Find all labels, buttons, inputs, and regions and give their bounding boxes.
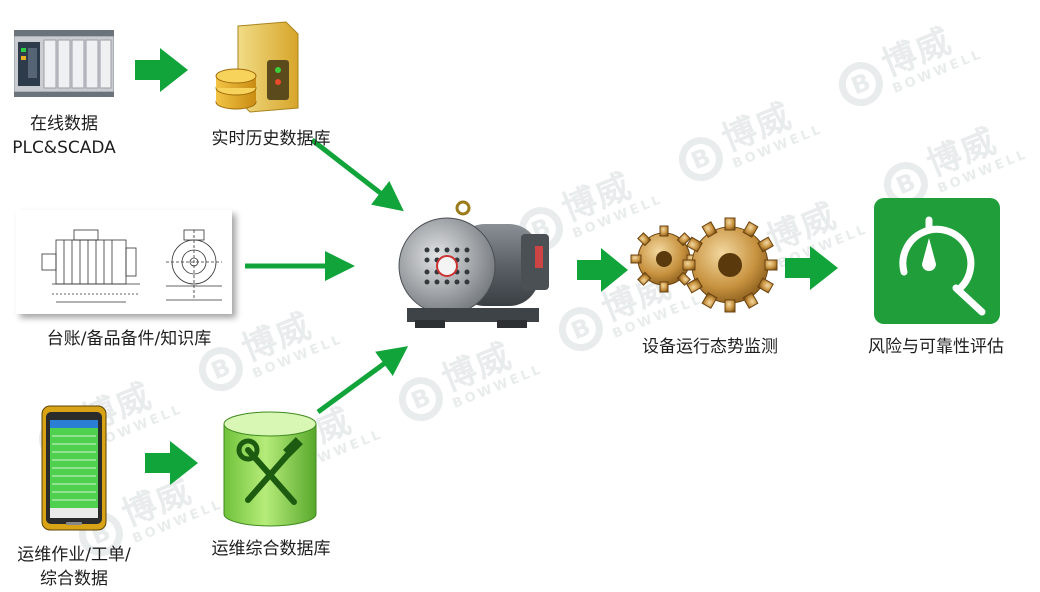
block-arrow-gears-to-risk [785,246,838,290]
online-data-line1: 在线数据 [30,114,98,134]
rugged-phone-icon [41,405,107,531]
realtime-db-server [212,20,302,120]
database-server-icon [215,21,299,113]
plc-module-icon [13,30,115,97]
electric-motor [385,200,563,340]
motor-drawing [16,210,232,314]
ops-db-label: 运维综合数据库 [211,539,331,559]
motor-icon [398,200,549,328]
tools-icon [245,447,297,505]
ops-data-line2: 综合数据 [40,569,108,589]
block-arrow-device-to-opsdb [145,441,198,485]
gears-icon [630,217,778,313]
ops-data-line1: 运维作业/工单/ [17,545,131,565]
ops-data-label: 运维作业/工单/ 综合数据 [4,543,144,591]
gauge-search-icon [899,216,986,316]
plc-hardware [13,28,115,98]
ledger-label: 台账/备品备件/知识库 [46,329,212,349]
block-arrow-plc-to-db [135,48,188,92]
monitoring-label: 设备运行态势监测 [642,337,778,357]
technical-drawing-icon [41,229,222,303]
gears [630,205,780,315]
risk-label: 风险与可靠性评估 [868,337,1004,357]
realtime-db-label: 实时历史数据库 [211,129,331,149]
arrow-opsdb-to-motor [316,346,409,415]
risk-assessment-tile [874,198,1000,324]
block-arrow-motor-to-gears [577,248,628,292]
online-data-line2: PLC&SCADA [12,138,116,158]
handheld-device [40,404,108,532]
database-cylinder-icon [223,411,317,527]
online-data-label: 在线数据 PLC&SCADA [4,112,124,160]
arrow-db-to-motor [310,138,404,212]
ops-db-cylinder [222,410,318,528]
